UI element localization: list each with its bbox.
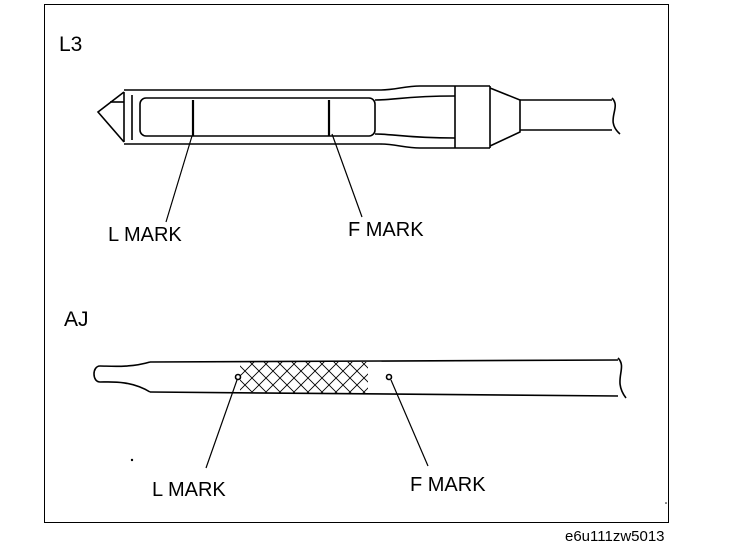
aj-dipstick-tip — [93, 361, 151, 393]
aj-hatched-zone — [240, 362, 368, 394]
l3-f-mark-label: F MARK — [348, 219, 424, 241]
aj-l-mark — [234, 373, 242, 381]
reference-code: e6u111zw5013 — [565, 528, 665, 545]
aj-section-label: AJ — [64, 308, 89, 331]
aj-f-mark-label: F MARK — [410, 474, 486, 496]
l3-section-label: L3 — [59, 33, 83, 56]
l3-dipstick-tip — [96, 91, 125, 143]
aj-l-mark-label: L MARK — [152, 479, 226, 501]
l3-l-mark-label: L MARK — [108, 224, 182, 246]
aj-f-mark — [385, 373, 393, 381]
l3-level-window — [139, 97, 376, 137]
diagram-frame — [44, 4, 669, 523]
l3-dipstick — [96, 85, 621, 223]
aj-dipstick — [93, 357, 627, 469]
